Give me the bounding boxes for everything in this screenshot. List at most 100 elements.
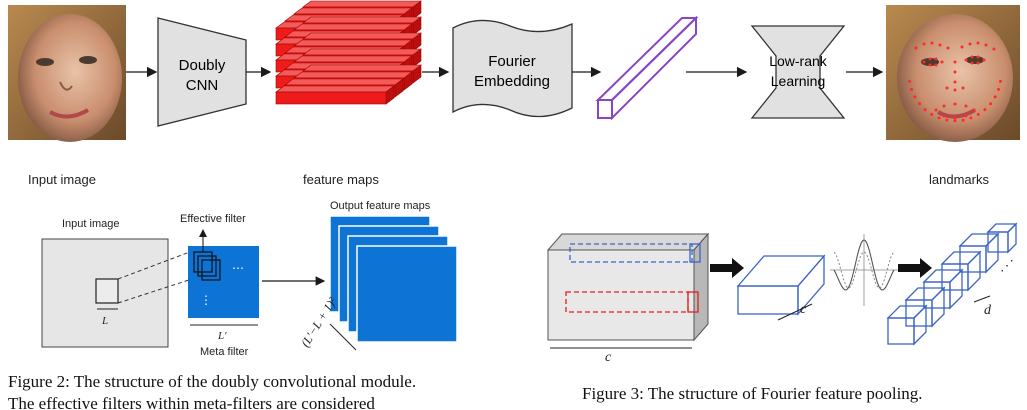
cnn-label-line1: Doubly — [179, 57, 226, 74]
fig3-dim-d-label: d — [984, 303, 991, 318]
fig2-dim-l-label: L — [102, 315, 109, 327]
pooled-cube-chain — [886, 222, 1018, 346]
feature-map-block — [275, 85, 395, 105]
landmark-dot — [972, 108, 976, 112]
meta-dots-vertical: ⋮ — [200, 293, 212, 307]
thick-arrow-1 — [710, 258, 744, 278]
effective-filter-box-3 — [201, 259, 221, 281]
landmark-dot — [942, 104, 946, 108]
landmark-dot — [996, 87, 1000, 91]
fig3-dim-c-label: c — [800, 302, 807, 317]
landmark-dot — [930, 41, 934, 45]
landmark-dot — [984, 43, 988, 47]
dim-count-bar — [329, 323, 357, 351]
lowrank-label-line2: Learning — [771, 73, 826, 89]
landmark-dot — [961, 118, 965, 122]
thick-arrow-2 — [898, 258, 932, 278]
landmark-dot — [976, 55, 980, 59]
landmark-dot — [930, 112, 934, 116]
pooled-cube — [886, 304, 928, 346]
landmark-dot — [908, 79, 912, 83]
landmark-dot — [976, 112, 980, 116]
doubly-cnn-block — [157, 17, 247, 127]
fig2-input-image-label: Input image — [62, 218, 120, 230]
landmark-dot — [953, 88, 957, 92]
landmark-dot — [992, 47, 996, 51]
landmark-dot — [953, 80, 957, 84]
landmark-dot — [940, 60, 944, 64]
landmark-dot — [998, 79, 1002, 83]
fig3-dim-c-side-label: c — [605, 350, 612, 365]
landmark-dot — [937, 116, 941, 120]
landmark-dot — [953, 116, 957, 120]
landmark-dot — [983, 108, 987, 112]
landmark-dot — [960, 45, 964, 49]
landmark-dot — [922, 42, 926, 46]
landmark-dot — [970, 55, 974, 59]
landmark-dot — [964, 58, 968, 62]
landmark-dot — [945, 118, 949, 122]
landmark-points — [908, 41, 1002, 123]
figure2-diagram — [41, 215, 458, 351]
fourier-label-line2: Embedding — [474, 73, 550, 90]
fig2-output-maps-label: Output feature maps — [330, 200, 431, 212]
blue-cuboid — [736, 254, 826, 316]
lowrank-label-line1: Low-rank — [769, 53, 828, 69]
low-rank-learning-block — [750, 25, 846, 119]
pooled-cube — [958, 232, 1000, 274]
fig2-effective-filter-label: Effective filter — [180, 213, 246, 225]
landmark-dot — [913, 95, 917, 99]
output-feature-maps-stack — [329, 215, 458, 351]
landmark-dot — [970, 61, 974, 65]
landmark-dot — [976, 61, 980, 65]
landmark-dot — [953, 70, 957, 74]
landmark-dot — [934, 108, 938, 112]
landmark-dot — [942, 114, 946, 118]
input-face-image — [8, 5, 126, 142]
landmark-dot — [934, 57, 938, 61]
pooled-cube — [904, 286, 946, 328]
landmark-dot — [922, 60, 926, 64]
landmark-dot — [917, 102, 921, 106]
landmark-dot — [968, 42, 972, 46]
landmark-dot — [914, 46, 918, 50]
pooled-cube — [922, 268, 964, 310]
landmark-dot — [964, 114, 968, 118]
cosine-wave-plot — [830, 234, 900, 306]
landmark-dot — [953, 119, 957, 123]
figure3-caption: Figure 3: The structure of Fourier featu… — [582, 384, 923, 403]
meta-dots-horizontal: ⋯ — [232, 261, 244, 275]
landmark-dot — [934, 63, 938, 67]
dim-c-bar — [777, 303, 813, 321]
figure3-diagram — [546, 222, 1018, 349]
feature-maps-stack — [275, 0, 422, 105]
fig2-dim-lprime-label: L′ — [218, 330, 227, 342]
landmark-dot — [945, 86, 949, 90]
red-column-end — [687, 291, 699, 313]
landmark-dot — [923, 108, 927, 112]
cuboid-side — [693, 232, 709, 342]
landmark-dot — [938, 43, 942, 47]
feature-maps-label: feature maps — [303, 172, 379, 187]
cuboid-top — [546, 233, 710, 251]
figure2-caption-line2: The effective filters within meta-filter… — [8, 394, 375, 410]
landmarks-label: landmarks — [929, 172, 989, 187]
landmark-dot — [982, 58, 986, 62]
input-patch — [95, 278, 119, 304]
landmark-dot — [928, 63, 932, 67]
blue-feature-column — [569, 243, 693, 263]
landmark-dot — [928, 57, 932, 61]
cnn-label-line2: CNN — [186, 77, 219, 94]
landmark-dot — [953, 60, 957, 64]
pooled-cube-top — [986, 222, 1018, 254]
embedding-vector-bar — [595, 15, 699, 121]
landmark-dot — [946, 46, 950, 50]
effective-filter-box-2 — [197, 255, 217, 277]
landmark-dot — [989, 102, 993, 106]
output-feature-map — [356, 245, 458, 343]
landmark-dot — [993, 95, 997, 99]
figure2-caption-line1: Figure 2: The structure of the doubly co… — [8, 372, 417, 391]
landmark-dot — [961, 86, 965, 90]
dim-d-bar — [973, 295, 991, 303]
pooled-cube — [940, 250, 982, 292]
